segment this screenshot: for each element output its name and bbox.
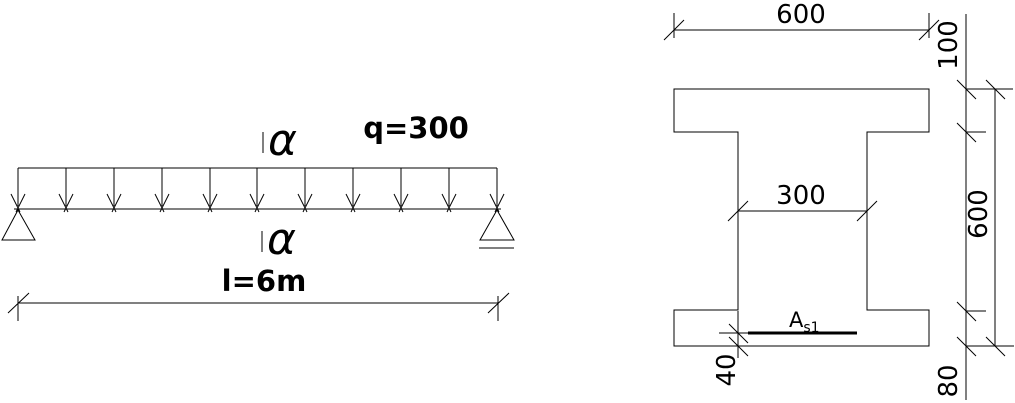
section-mark-alpha: α [268,115,297,166]
dim-tick [956,79,977,100]
load-arrow [10,168,26,213]
height-dimensions [956,14,1014,400]
rebar-area-label-main: A [789,308,804,332]
span-length-label: l=6m [222,264,307,298]
load-arrow [345,168,361,213]
top-width-dimension [663,13,940,41]
pin-support-icon [1,208,36,241]
dim-tick [918,19,940,41]
flange-height-label: 100 [934,20,964,70]
load-arrow [297,168,313,213]
web-width-dimension [727,200,878,222]
dim-tick [956,122,977,143]
bottom-flange-height-label: 80 [934,364,964,397]
rebar-area-label: As1 [789,308,820,336]
dim-tick [956,301,977,322]
beam-load-diagram: α α q=300 l=6m [1,111,515,321]
dim-tick [728,336,749,357]
dim-tick [7,292,30,314]
section-height-label: 600 [964,189,994,239]
section-mark-top: α [262,115,297,166]
dim-tick [728,323,749,344]
rebar-area-label-sub: s1 [803,320,819,336]
load-arrow [58,168,74,213]
load-arrow [441,168,457,213]
web-width-label: 300 [776,181,826,211]
load-arrow [249,168,265,213]
dim-tick [663,19,685,41]
load-arrow [202,168,218,213]
cross-section-diagram: 600 300 1 [663,0,1014,400]
dim-tick [985,79,1006,100]
i-section-outline [673,88,930,347]
dim-tick [856,200,878,222]
span-dimension [7,292,510,321]
load-arrow [393,168,409,213]
load-arrow [106,168,122,213]
dim-tick [487,292,510,314]
section-mark-bottom: α [261,214,296,265]
dim-tick [727,200,749,222]
roller-support-icon [479,208,515,249]
rebar-cover-dimension [719,311,749,358]
dim-tick [956,336,977,357]
dim-tick [985,336,1006,357]
load-value-label: q=300 [363,111,469,145]
load-arrow [154,168,170,213]
section-mark-alpha: α [267,214,296,265]
rebar-cover-label: 40 [712,353,742,386]
top-flange-width-label: 600 [776,0,826,30]
load-arrow [489,168,505,213]
load-arrows [10,168,505,213]
